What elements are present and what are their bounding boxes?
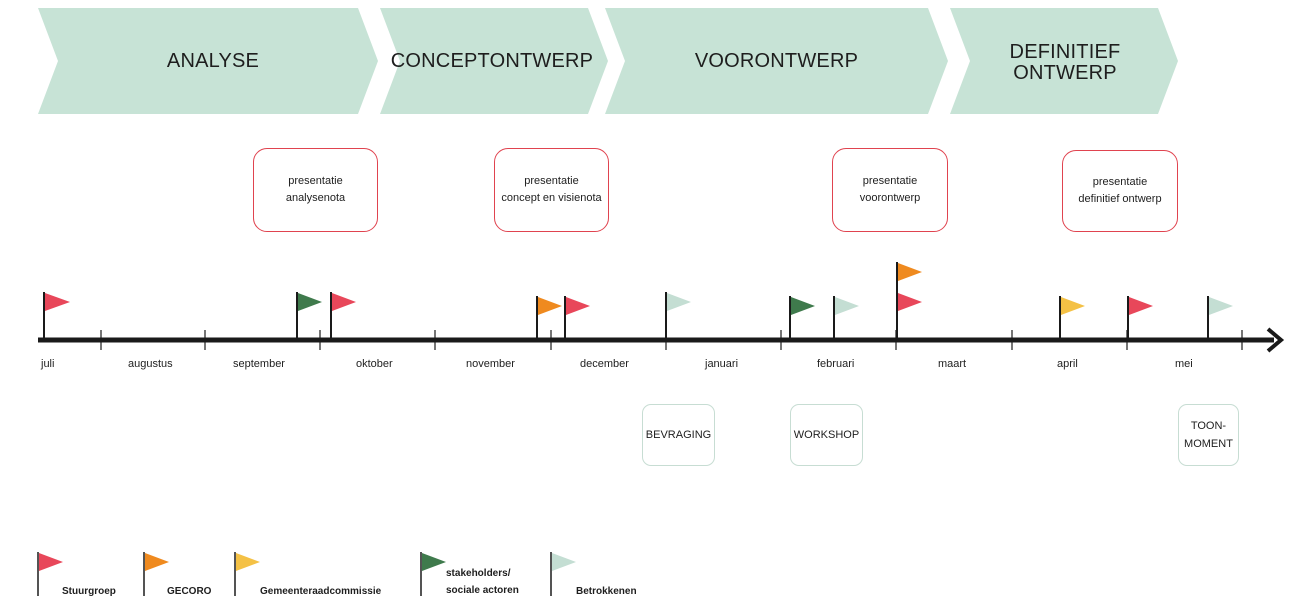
month-label: april — [1057, 358, 1078, 370]
presentation-line: presentatie — [1092, 176, 1148, 188]
flag-betrokkenen — [833, 296, 859, 340]
phase-chevron-analyse — [38, 8, 378, 114]
month-label: september — [233, 358, 285, 370]
legend-flag-stuurgroep — [37, 552, 63, 596]
activity-box-bevraging: BEVRAGING — [642, 404, 715, 466]
presentation-box-concept-visienota: presentatie concept en visienota — [494, 148, 609, 232]
activity-box-toonmoment: TOON- MOMENT — [1178, 404, 1239, 466]
legend-label-stakeholders: stakeholders/ sociale actoren — [446, 566, 519, 598]
legend-flag-gecoro — [143, 552, 169, 596]
phase-label-line: ONTWERP — [1013, 62, 1117, 84]
presentation-line: presentatie — [862, 175, 918, 187]
legend-flag-gemeenteraadcommissie — [234, 552, 260, 596]
phase-chevron-voorontwerp — [605, 8, 948, 114]
phase-label-analyse: ANALYSE — [166, 50, 260, 72]
presentation-line: presentatie — [524, 175, 579, 187]
presentation-line: analysenota — [285, 192, 346, 204]
month-label: maart — [938, 358, 967, 370]
phase-label-conceptontwerp: CONCEPTONTWERP — [390, 50, 594, 72]
month-label: december — [580, 358, 629, 370]
activity-box-workshop: WORKSHOP — [790, 404, 863, 466]
legend-label-gemeenteraadcommissie: Gemeenteraadcommissie — [260, 586, 382, 597]
presentation-box-definitief-ontwerp: presentatie definitief ontwerp — [1062, 150, 1178, 232]
legend-flag-stakeholders — [420, 552, 446, 596]
month-label: november — [466, 358, 515, 370]
legend-label-betrokkenen: Betrokkenen — [576, 586, 637, 597]
phase-label-definitief-ontwerp: DEFINITIEF ONTWERP — [962, 42, 1168, 84]
presentation-box-voorontwerp: presentatie voorontwerp — [832, 148, 948, 232]
flag-stakeholders — [789, 296, 815, 340]
flag-gemeenteraadcommissie — [1059, 296, 1085, 340]
month-label: januari — [705, 358, 739, 370]
legend-label-line: sociale actoren — [446, 585, 519, 596]
month-label: februari — [817, 358, 855, 370]
flag-stuurgroep — [330, 292, 356, 340]
flag-betrokkenen — [665, 292, 691, 340]
legend-label-gecoro: GECORO — [167, 586, 212, 597]
legend-flag-betrokkenen — [550, 552, 576, 596]
flag-betrokkenen — [1207, 296, 1233, 340]
phase-label-line: DEFINITIEF — [1009, 41, 1121, 63]
month-label: augustus — [128, 358, 173, 370]
presentation-line: presentatie — [288, 175, 343, 187]
presentation-line: voorontwerp — [859, 192, 921, 204]
flag-gecoro — [896, 262, 922, 340]
flag-stakeholders — [296, 292, 322, 340]
activity-label: MOMENT — [1184, 438, 1233, 450]
legend-label-stuurgroep: Stuurgroep — [62, 586, 116, 597]
flag-stuurgroep — [898, 293, 922, 311]
month-label: oktober — [356, 358, 393, 370]
flag-gecoro — [536, 296, 562, 340]
presentation-line: definitief ontwerp — [1078, 193, 1162, 205]
presentation-line: concept en visienota — [501, 192, 602, 204]
flag-stuurgroep — [43, 292, 70, 340]
activity-label: BEVRAGING — [645, 429, 712, 441]
legend-label-line: stakeholders/ — [446, 568, 511, 579]
flag-stuurgroep — [1127, 296, 1153, 340]
activity-label: WORKSHOP — [793, 429, 860, 441]
phase-chevron-conceptontwerp — [380, 8, 608, 114]
phase-label-voorontwerp: VOORONTWERP — [694, 50, 859, 72]
presentation-box-analysenota: presentatie analysenota — [253, 148, 378, 232]
month-label: juli — [41, 358, 55, 370]
activity-label: TOON- — [1190, 420, 1227, 432]
phase-chevron-definitief-ontwerp — [950, 8, 1178, 114]
flag-stuurgroep — [564, 296, 590, 340]
timeline-arrowhead — [1266, 327, 1285, 353]
month-label: mei — [1175, 358, 1193, 370]
